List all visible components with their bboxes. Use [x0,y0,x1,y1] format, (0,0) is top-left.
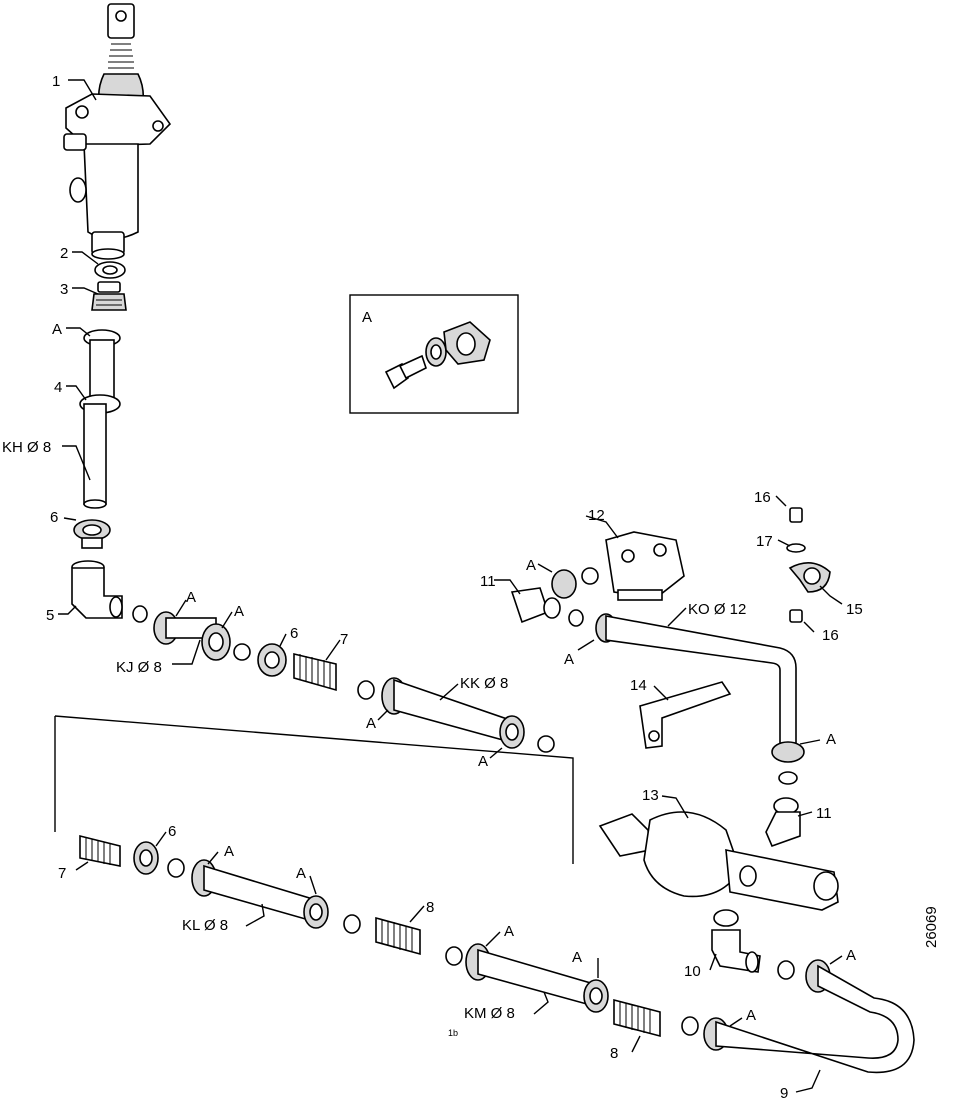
tube-ko [595,613,805,785]
tube-kh-part-4 [79,329,121,509]
label-part-8: 8 [426,899,434,916]
label-part-6: 6 [168,823,176,840]
union-part-11-upper [510,587,584,627]
washer-part-2 [94,261,126,279]
label-kl: KL Ø 8 [182,917,228,934]
nut-part-6-upper [73,519,111,549]
tube-part-9 [703,959,915,1074]
label-part-13: 13 [642,787,659,804]
label-part-11: 11 [480,573,496,590]
label-a: A [526,557,536,574]
label-ko: KO Ø 12 [688,601,746,618]
label-part-1: 1 [52,73,60,90]
elbow-part-5 [71,560,123,619]
label-part-16: 16 [822,627,839,644]
detail-box-a [349,294,519,414]
label-part-3: 3 [60,281,68,298]
clip-parts-15-18 [786,507,831,623]
line-km-assembly [465,943,699,1038]
label-part-10: 10 [684,963,701,980]
small-mark: 1b [448,1028,458,1038]
label-kk: KK Ø 8 [460,675,508,692]
label-part-11: 11 [816,805,832,822]
union-part-11-lower [765,797,801,848]
callout-labels: 1 2 3 A 4 KH Ø 8 6 5 A A KJ Ø 8 6 7 KK Ø… [2,73,940,1100]
line-kl-assembly [79,834,463,966]
label-part-8: 8 [610,1045,618,1062]
label-part-17: 17 [756,533,773,550]
label-detail-a: A [362,309,372,326]
label-part-4: 4 [54,379,62,396]
label-part-7: 7 [340,631,348,648]
label-a: A [564,651,574,668]
label-a: A [52,321,62,338]
label-a: A [366,715,376,732]
label-a: A [224,843,234,860]
label-a: A [234,603,244,620]
label-a: A [186,589,196,606]
reference-number: 26069 [923,906,940,948]
label-a: A [504,923,514,940]
label-a: A [746,1007,756,1024]
continuation-line-top [54,715,574,864]
tee-part-10 [711,909,761,973]
label-a: A [846,947,856,964]
valve-part-12 [551,531,685,601]
label-part-6: 6 [290,625,298,642]
label-km: KM Ø 8 [464,1005,515,1022]
label-part-7: 7 [58,865,66,882]
label-part-14: 14 [630,677,647,694]
label-part-12: 12 [588,507,605,524]
label-part-9: 9 [780,1085,788,1100]
label-a: A [826,731,836,748]
label-a: A [296,865,306,882]
leader-lines [58,79,843,1093]
label-part-2: 2 [60,245,68,262]
label-a: A [572,949,582,966]
label-part-16: 16 [754,489,771,506]
line-kj-assembly [132,605,555,753]
label-part-5: 5 [46,607,54,624]
label-part-6: 6 [50,509,58,526]
label-kh: KH Ø 8 [2,439,51,456]
union-part-3 [91,281,127,311]
master-cylinder-part-1 [63,3,172,260]
slave-cylinder-part-13 [598,811,839,911]
label-a: A [478,753,488,770]
label-kj: KJ Ø 8 [116,659,162,676]
label-part-15: 15 [846,601,863,618]
bracket-part-14 [639,681,732,749]
